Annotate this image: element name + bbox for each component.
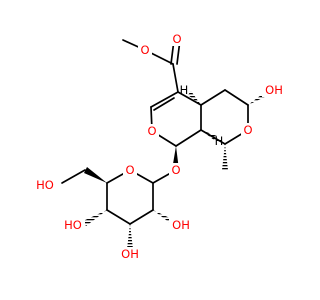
bond-c3sugar-c2sugar (129, 209, 154, 225)
bond-ch2-choh (224, 89, 249, 106)
bond-c4-c3-double-a (150, 91, 179, 108)
atom-o-sugar-ring: O (123, 163, 137, 177)
atom-oh-top-right-text: OH (265, 83, 283, 97)
atom-oh-c2: OH (169, 218, 193, 232)
molecule-structure: O O OH O O O O HO (33, 32, 286, 261)
atom-ho-c4: HO (61, 218, 85, 232)
atom-o-ring-right: O (241, 123, 255, 137)
atom-o-glycosidic-text: O (171, 163, 180, 177)
bond-c1-c9 (175, 129, 202, 147)
atom-o-ester-text: O (140, 43, 149, 57)
atom-oh-c3: OH (118, 247, 142, 261)
atom-oh-c3-text: OH (121, 247, 139, 261)
atom-o-ring-left: O (145, 124, 159, 138)
atom-o-ring-right-text: O (243, 123, 252, 137)
atom-o-ester: O (138, 43, 152, 57)
bond-c4-c3-double-b (153, 97, 175, 111)
bond-c5-c4 (177, 91, 202, 106)
bond-c5sugar-ch2-wedge (84, 167, 107, 183)
bond-c4sugar-oh-hashed (83, 210, 107, 226)
bond-layer (61, 39, 271, 249)
atom-h-c5-text: H (180, 83, 189, 97)
bond-carbonylc-c4 (172, 63, 179, 93)
bond-c5-h-hashed (188, 91, 201, 105)
bond-ch2-ho (61, 169, 86, 184)
bond-c3sugar-oh-hashed (127, 224, 133, 249)
atom-oh-top-right: OH (262, 83, 286, 97)
bond-c5-ch2 (200, 89, 226, 106)
bond-ch-methyl-hashed (222, 144, 228, 170)
atom-label-layer: O O OH O O O O HO (33, 32, 286, 261)
atom-ho-c4-text: HO (64, 218, 82, 232)
atom-ho-ch2-text: HO (36, 178, 54, 192)
atom-h-c9: H (215, 134, 224, 148)
atom-o-carbonyl: O (170, 32, 184, 46)
atom-h-c5: H (180, 83, 189, 97)
bond-c9-h-hashed (201, 130, 217, 140)
atom-o-glycosidic: O (169, 163, 183, 177)
atom-ho-ch2: HO (33, 178, 57, 192)
bond-c4sugar-c3sugar (106, 209, 131, 225)
atom-h-c9-text: H (215, 134, 224, 148)
atom-o-sugar-ring-text: O (125, 163, 134, 177)
atom-o-carbonyl-text: O (172, 32, 181, 46)
atom-oh-c2-text: OH (172, 218, 190, 232)
atom-o-ring-left-text: O (147, 124, 156, 138)
